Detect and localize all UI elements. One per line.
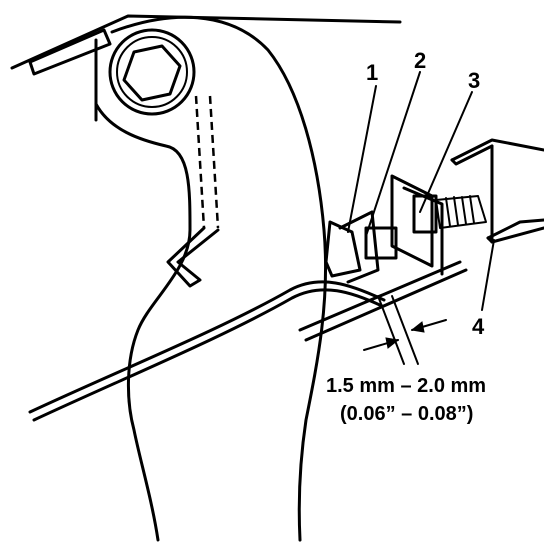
callout-4: 4 [472,314,485,339]
lever-arm [94,15,328,542]
return-spring [166,95,220,288]
brake-cable [28,260,468,422]
adjuster-assembly [324,174,487,284]
mounting-bracket [450,138,544,244]
dimension-metric-label: 1.5 mm – 2.0 mm [326,375,486,397]
callout-leaders [347,71,495,311]
dimension-imperial-label: (0.06” – 0.08”) [340,403,473,425]
callout-3: 3 [468,68,480,93]
top-frame [10,14,402,122]
gap-dimension [363,295,447,365]
hex-bolt [108,28,196,116]
callout-1: 1 [366,60,378,85]
callout-2: 2 [414,48,426,73]
